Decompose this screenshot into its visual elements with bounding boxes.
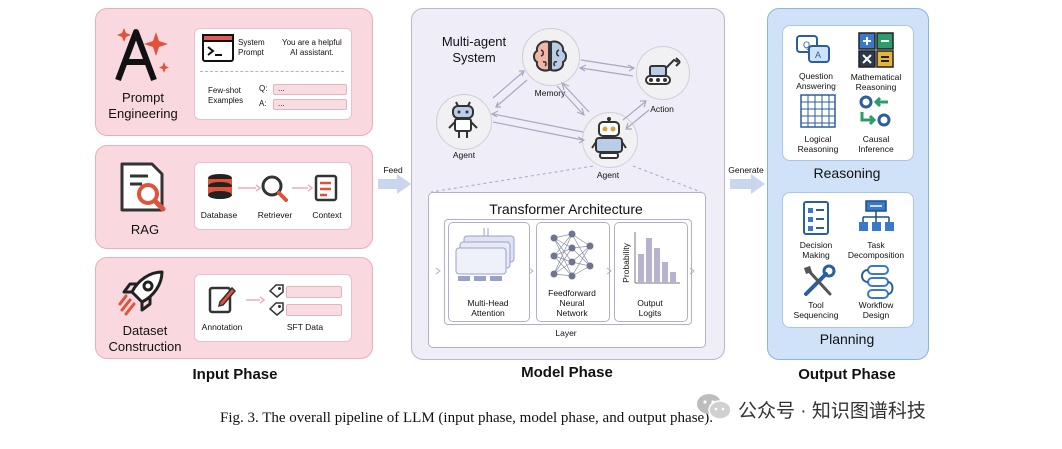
database-label: Database xyxy=(200,210,238,220)
transformer-flow-arrows xyxy=(435,267,695,275)
generate-label: Generate xyxy=(728,165,764,175)
dataset-construction-title: Dataset Construction xyxy=(108,323,182,354)
sft-item-1 xyxy=(286,286,342,298)
sft-item-2 xyxy=(286,304,342,316)
neural-network-icon xyxy=(550,230,594,280)
rag-title: RAG xyxy=(130,222,160,237)
action-label: Action xyxy=(650,104,674,114)
tag-icon-2 xyxy=(268,302,284,316)
annotation-edit-icon xyxy=(208,286,236,314)
rocket-icon xyxy=(118,270,164,316)
a-field: ... xyxy=(273,99,347,110)
sft-data-label: SFT Data xyxy=(286,322,324,332)
agent-label-1: Agent xyxy=(452,150,476,160)
qa-label: Question Answering xyxy=(796,71,836,91)
mha-label: Multi-Head Attention xyxy=(467,298,509,318)
annotation-label: Annotation xyxy=(201,322,243,332)
watermark-text: 公众号 · 知识图谱科技 xyxy=(738,401,926,422)
calculator-icon xyxy=(858,32,894,68)
task-label: Task Decomposition xyxy=(847,240,905,260)
brain-icon xyxy=(533,40,567,72)
context-document-icon xyxy=(314,174,338,202)
tool-label: Tool Sequencing xyxy=(793,300,839,320)
causal-arrows-icon xyxy=(859,95,891,127)
decision-checklist-icon xyxy=(803,201,829,235)
retriever-search-icon xyxy=(261,175,288,202)
layer-bracket xyxy=(444,219,692,325)
svg-text:Q: Q xyxy=(803,40,810,50)
prompt-divider xyxy=(200,71,344,72)
logic-grid-icon xyxy=(800,94,836,128)
rag-flow-arrows xyxy=(238,184,314,192)
svg-text:A: A xyxy=(815,50,821,60)
agent-interaction-arrows xyxy=(430,59,702,193)
terminal-icon xyxy=(202,34,234,62)
figure-caption: Fig. 3. The overall pipeline of LLM (inp… xyxy=(220,410,713,426)
reasoning-title: Reasoning xyxy=(813,165,881,181)
feed-label: Feed xyxy=(383,165,403,175)
q-field: ... xyxy=(273,84,347,95)
planning-title: Planning xyxy=(819,331,875,347)
context-label: Context xyxy=(312,210,342,220)
wechat-icon xyxy=(697,394,732,420)
memory-label: Memory xyxy=(534,88,566,98)
task-tree-icon xyxy=(859,200,894,231)
workflow-icon xyxy=(861,265,894,299)
causal-label: Causal Inference xyxy=(858,134,894,154)
robot-icon-2 xyxy=(591,117,627,159)
output-phase-label: Output Phase xyxy=(798,366,896,383)
layer-label: Layer xyxy=(555,328,577,338)
model-phase-label: Model Phase xyxy=(521,364,613,381)
ai-spark-icon xyxy=(115,28,169,82)
logits-bars-icon xyxy=(634,232,680,284)
logits-label: Output Logits xyxy=(637,298,663,318)
attention-blocks-icon xyxy=(455,228,515,281)
transformer-title: Transformer Architecture xyxy=(489,201,643,217)
system-prompt-text: You are a helpful AI assistant. xyxy=(282,38,342,57)
database-icon xyxy=(208,174,232,199)
probability-axis-label: Probability xyxy=(621,243,631,283)
document-search-icon xyxy=(120,162,166,212)
annotation-arrow xyxy=(246,296,266,304)
tag-icon-1 xyxy=(268,284,284,298)
a-label: A: xyxy=(259,99,267,108)
workflow-label: Workflow Design xyxy=(858,300,894,320)
robot-arm-icon xyxy=(645,57,681,85)
retriever-label: Retriever xyxy=(257,210,293,220)
system-prompt-label: System Prompt xyxy=(238,38,265,57)
input-phase-label: Input Phase xyxy=(192,366,278,383)
feed-arrow-body xyxy=(378,179,398,189)
robot-icon-1 xyxy=(448,101,478,138)
decision-label: Decision Making xyxy=(799,240,833,260)
logical-label: Logical Reasoning xyxy=(797,134,839,154)
tools-icon xyxy=(804,264,836,296)
feed-arrow-head xyxy=(397,174,411,194)
math-label: Mathematical Reasoning xyxy=(850,72,902,92)
qa-chat-icon: Q A xyxy=(796,35,830,63)
generate-arrow-head xyxy=(751,174,765,194)
agent-label-2: Agent xyxy=(596,170,620,180)
multi-agent-system-title: Multi-agent System xyxy=(441,34,507,65)
few-shot-label: Few-shot Examples xyxy=(208,86,244,105)
generate-arrow-body xyxy=(730,179,752,189)
q-label: Q: xyxy=(259,84,268,93)
prompt-engineering-title: Prompt Engineering xyxy=(108,90,178,121)
ffn-label: Feedforward Neural Network xyxy=(548,288,596,318)
